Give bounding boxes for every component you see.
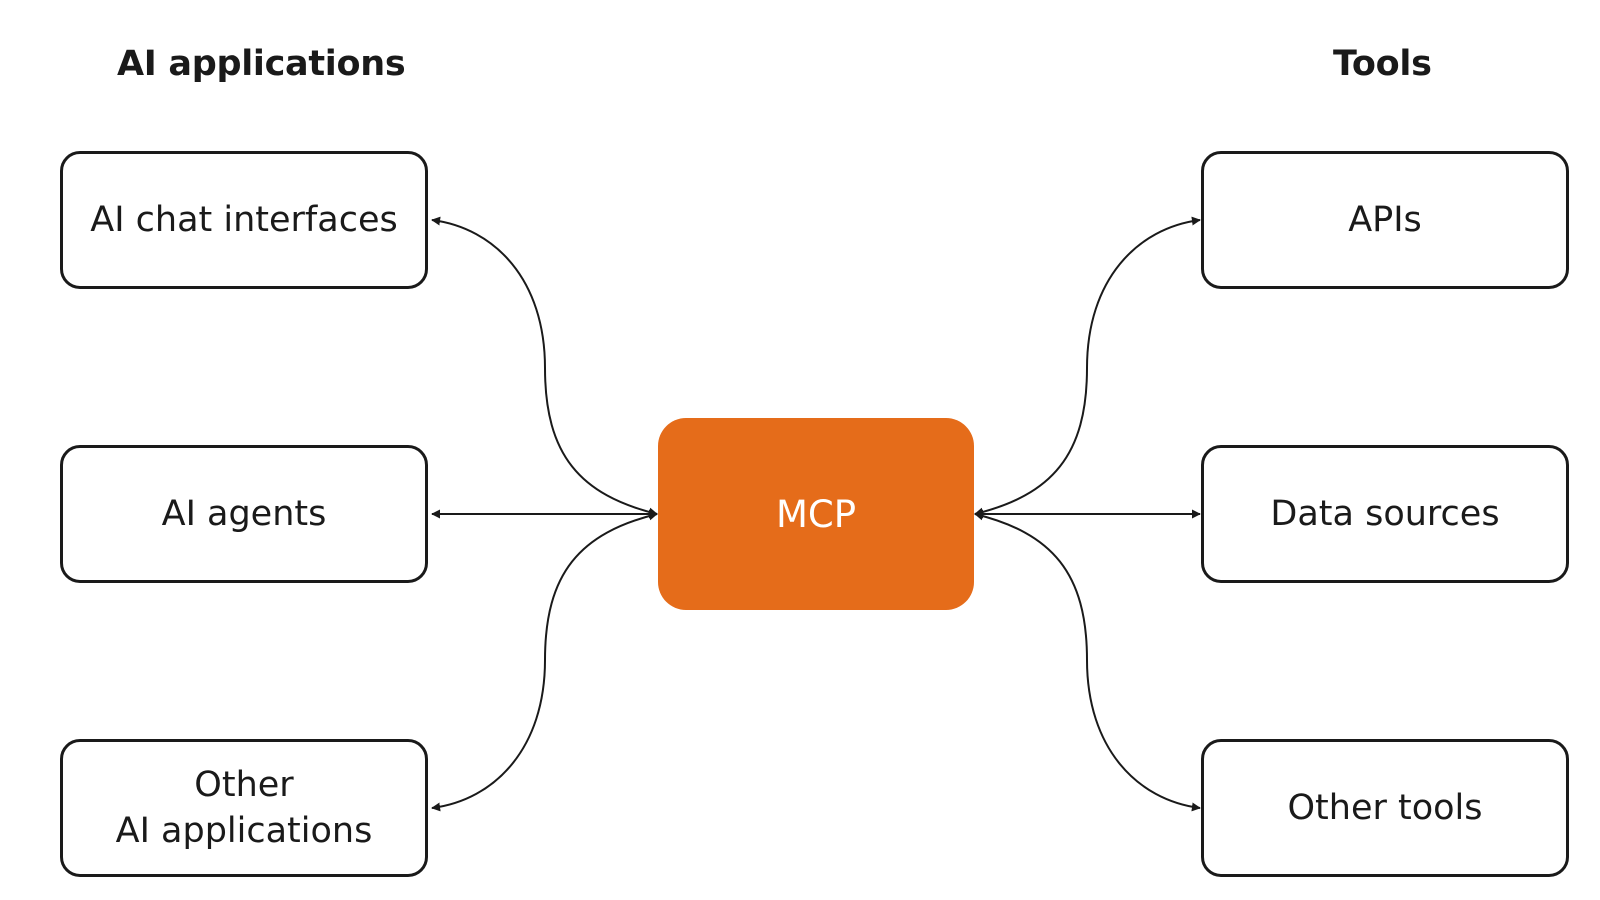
node-other-tools: Other tools (1201, 739, 1569, 877)
node-label-line: AI chat interfaces (90, 199, 398, 240)
node-label-line: AI applications (115, 811, 373, 851)
connector-mcp-apis (974, 216, 1201, 517)
node-label-line: APIs (1348, 199, 1422, 240)
node-label: Other AI applications (116, 762, 373, 854)
connector-mcp-ai-chat-interfaces (431, 216, 658, 517)
node-label-line: AI agents (161, 493, 327, 534)
connector-mcp-other-tools (974, 511, 1201, 812)
node-label: Data sources (1270, 491, 1499, 537)
node-data-sources: Data sources (1201, 445, 1569, 583)
node-other-ai-applications: Other AI applications (60, 739, 428, 877)
node-label-line: Data sources (1270, 493, 1500, 534)
node-apis: APIs (1201, 151, 1569, 289)
node-label: Other tools (1287, 785, 1482, 831)
mcp-hub-label: MCP (775, 492, 857, 536)
node-label: AI chat interfaces (90, 197, 397, 243)
node-label-line: Other (194, 764, 294, 805)
node-label-line: Other tools (1287, 787, 1483, 828)
node-ai-chat-interfaces: AI chat interfaces (60, 151, 428, 289)
node-label: APIs (1348, 197, 1422, 243)
heading-tools: Tools (1333, 44, 1432, 84)
node-label: AI agents (162, 491, 327, 537)
node-ai-agents: AI agents (60, 445, 428, 583)
mcp-hub: MCP (658, 418, 974, 610)
connector-mcp-other-ai-applications (431, 511, 658, 812)
heading-ai-applications: AI applications (117, 44, 406, 84)
